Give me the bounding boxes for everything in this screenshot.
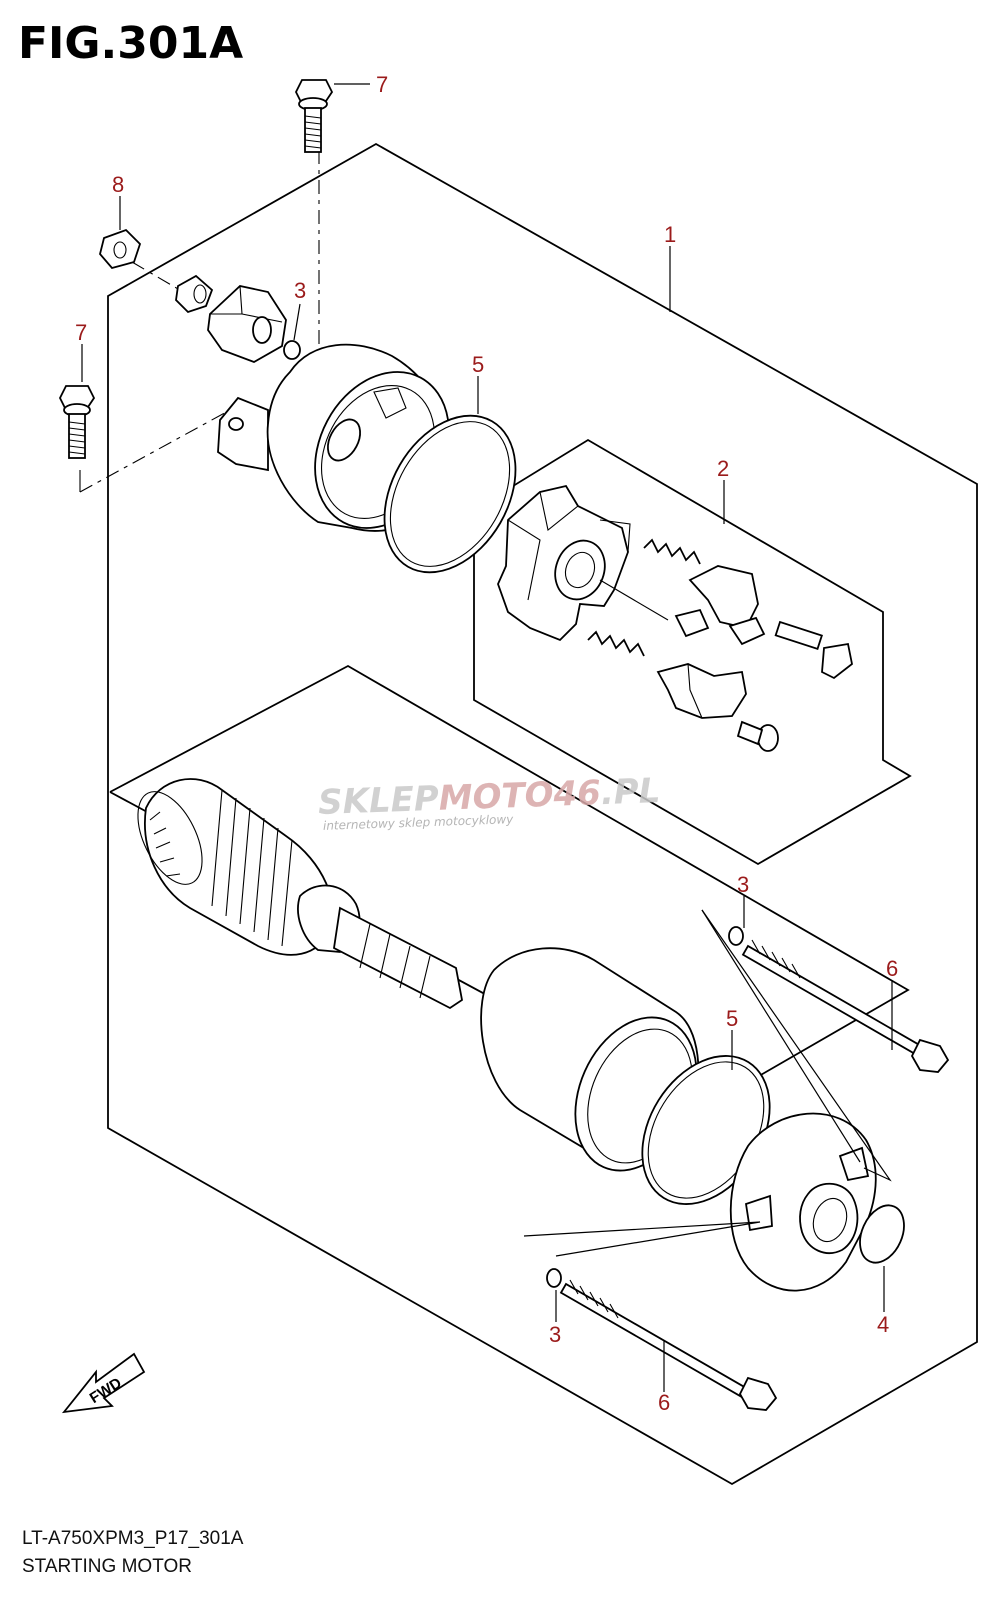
fwd-arrow-icon: FWD [61, 1352, 146, 1414]
callout-7-left: 7 [75, 320, 87, 345]
o-ring-front-icon [859, 1204, 905, 1264]
figure-title: FIG.301A [18, 18, 244, 69]
terminal-bolt-icon [774, 620, 853, 680]
assembly-name: STARTING MOTOR [22, 1556, 192, 1577]
through-bolt-guide-lower [523, 1221, 761, 1257]
brush-plate-icon [497, 484, 669, 642]
callout-2: 2 [717, 456, 729, 481]
watermark: SKLEPMOTO46.PL internetowy sklep motocyk… [317, 771, 660, 833]
watermark-brand-b: MOTO46 [438, 773, 601, 819]
callout-6-lower: 6 [658, 1390, 670, 1415]
watermark-tagline: internetowy sklep motocyklowy [323, 812, 515, 833]
through-bolt-lower-icon [559, 1279, 778, 1411]
o-ring-top-icon [283, 340, 301, 360]
assembly-frame [107, 142, 978, 1486]
nut-icon [99, 228, 142, 270]
through-bolt-guide-upper [701, 909, 892, 1182]
callout-1: 1 [664, 222, 676, 247]
callout-8: 8 [112, 172, 124, 197]
front-housing-icon [729, 1112, 877, 1292]
brush-holder-frame [473, 438, 912, 866]
callout-7-top: 7 [376, 72, 388, 97]
svg-text:SKLEPMOTO46.PL: SKLEPMOTO46.PL [317, 771, 660, 823]
brush-screw-icon [736, 720, 779, 752]
o-ring-upper-icon [383, 414, 517, 574]
bolt-left-icon [58, 385, 96, 459]
callout-5-lower: 5 [726, 1006, 738, 1031]
model-code: LT-A750XPM3_P17_301A [22, 1528, 244, 1549]
brush-spring-lower-icon [587, 630, 645, 657]
watermark-brand-c: .PL [600, 771, 661, 813]
washer-right-icon [728, 926, 744, 946]
callout-3-lower: 3 [549, 1322, 561, 1347]
terminal-nut-icon [175, 274, 214, 314]
watermark-brand-a: SKLEP [317, 779, 439, 823]
callout-3-right: 3 [737, 872, 749, 897]
callout-3-top: 3 [294, 278, 306, 303]
callout-6-upper: 6 [886, 956, 898, 981]
armature-icon [137, 778, 463, 1010]
washer-lower-icon [546, 1268, 562, 1288]
bolt-top-icon [294, 79, 334, 153]
callout-5-upper: 5 [472, 352, 484, 377]
brush-spring-upper-icon [643, 538, 701, 565]
callout-4: 4 [877, 1312, 889, 1337]
centerline-nut [131, 261, 191, 297]
terminal-cover-icon [207, 285, 287, 363]
brush-lower-icon [656, 663, 747, 719]
brush-upper-icon [674, 565, 766, 646]
through-bolt-upper-icon [741, 939, 950, 1073]
